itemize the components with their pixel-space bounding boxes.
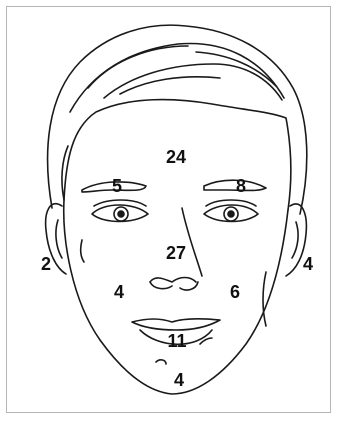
chin-dimple [156,360,166,364]
cheek-line-right [263,272,266,326]
label-left-eyebrow: 5 [112,177,122,195]
label-lips: 11 [167,332,186,350]
label-left-cheek: 4 [114,283,124,301]
label-right-eyebrow: 8 [236,177,246,195]
label-nose: 27 [166,244,186,262]
face-outline [64,200,288,394]
label-right-ear: 4 [303,255,313,273]
nose-tip [150,278,196,283]
nostril-left [150,282,172,289]
upper-lip [132,319,220,330]
left-ear-inner [56,220,62,258]
label-chin: 4 [174,371,184,389]
cheek-line-left [81,240,84,262]
nostril-right [180,282,198,290]
label-left-ear: 2 [41,255,51,273]
label-forehead: 24 [166,148,186,166]
right-pupil [228,211,234,217]
nose-bridge [182,208,202,276]
left-pupil [118,211,124,217]
label-right-cheek: 6 [230,283,240,301]
right-ear-inner [292,222,298,258]
